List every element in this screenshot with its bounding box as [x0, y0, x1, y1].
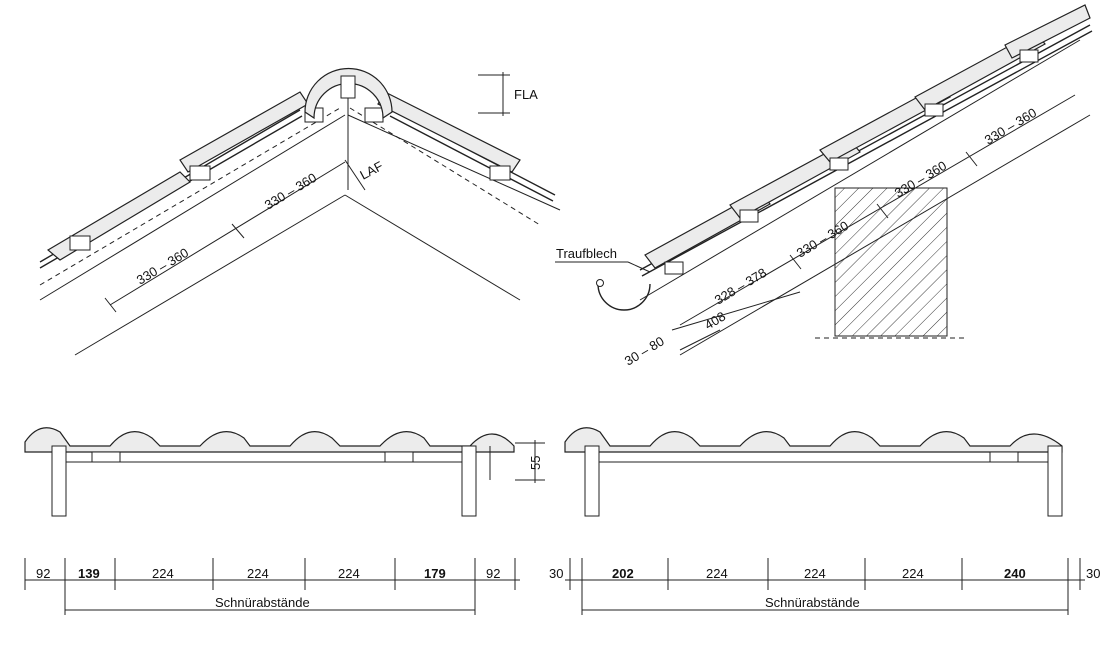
verge-left-dim-6: 92	[486, 566, 500, 581]
traufblech-label: Traufblech	[556, 246, 617, 261]
verge-height-label: 55	[528, 456, 543, 470]
fla-label: FLA	[514, 87, 538, 102]
verge-right-dim-6: 30	[1086, 566, 1100, 581]
verge-left-section: 55 92 139 224 224 224 179 92 Schnürabstä…	[24, 427, 545, 615]
verge-left-caption: Schnürabstände	[215, 595, 310, 610]
verge-right-dim-0: 30	[549, 566, 563, 581]
eaves-first-batten: 328 – 378	[712, 265, 769, 308]
eaves-detail: Traufblech 330 – 360 330 – 360 330 – 360…	[555, 4, 1093, 369]
verge-left-dim-1: 139	[78, 566, 100, 581]
laf-label: LAF	[357, 158, 385, 182]
verge-left-dim-5: 179	[424, 566, 446, 581]
verge-left-dim-2: 224	[152, 566, 174, 581]
verge-right-dim-5: 240	[1004, 566, 1026, 581]
ridge-spacing-lower: 330 – 360	[134, 245, 191, 288]
verge-right-section: 30 202 224 224 224 240 30 Schnürabstände	[549, 427, 1100, 615]
verge-right-dim-2: 224	[706, 566, 728, 581]
eaves-spacing-c: 330 – 360	[982, 105, 1039, 148]
verge-left-dim-0: 92	[36, 566, 50, 581]
ridge-spacing-upper: 330 – 360	[262, 170, 319, 213]
ridge-detail: FLA LAF 330 – 360 330 – 360	[39, 67, 561, 356]
verge-right-dim-4: 224	[902, 566, 924, 581]
verge-right-caption: Schnürabstände	[765, 595, 860, 610]
verge-left-dim-4: 224	[338, 566, 360, 581]
verge-right-dim-1: 202	[612, 566, 634, 581]
verge-left-dim-3: 224	[247, 566, 269, 581]
verge-right-dim-3: 224	[804, 566, 826, 581]
eaves-overhang: 30 – 80	[622, 333, 667, 368]
